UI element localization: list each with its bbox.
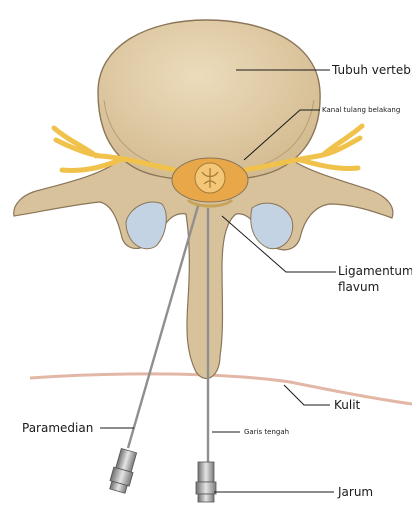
- label-ligamentum-line2: flavum: [338, 280, 379, 294]
- midline-needle-hub-icon: [196, 462, 216, 502]
- label-vertebral-body: Tubuh vertebra: [332, 63, 412, 77]
- label-ligamentum-line1: Ligamentum: [338, 264, 412, 278]
- label-paramedian: Paramedian: [22, 421, 93, 435]
- paramedian-needle-hub-icon: [108, 448, 139, 494]
- label-midline: Garis tengah: [244, 428, 289, 436]
- label-needle: Jarum: [338, 485, 373, 499]
- label-skin: Kulit: [334, 398, 360, 412]
- vertebral-body: [98, 20, 320, 181]
- label-spinal-canal: Kanal tulang belakang: [322, 106, 400, 114]
